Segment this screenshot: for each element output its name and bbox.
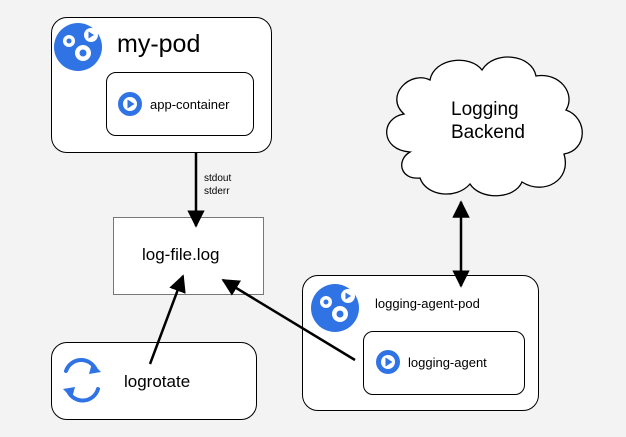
arrow-agent-to-logfile (221, 278, 356, 362)
stdout-label: stdout (204, 173, 232, 184)
arrow-logrotate-to-logfile (148, 274, 186, 365)
logrotate-label: logrotate (124, 372, 191, 391)
logging-backend-label-line1: Logging (451, 99, 519, 120)
logging-agent-label: logging-agent (408, 355, 487, 370)
stderr-label: stderr (204, 186, 230, 197)
my-pod-title: my-pod (117, 30, 201, 58)
log-file-label: log-file.log (142, 245, 220, 264)
logrotate-box (51, 342, 257, 420)
logging-backend-label-line2: Backend (451, 122, 525, 143)
app-container-label: app-container (150, 97, 230, 112)
logging-agent-pod-title: logging-agent-pod (375, 296, 480, 311)
